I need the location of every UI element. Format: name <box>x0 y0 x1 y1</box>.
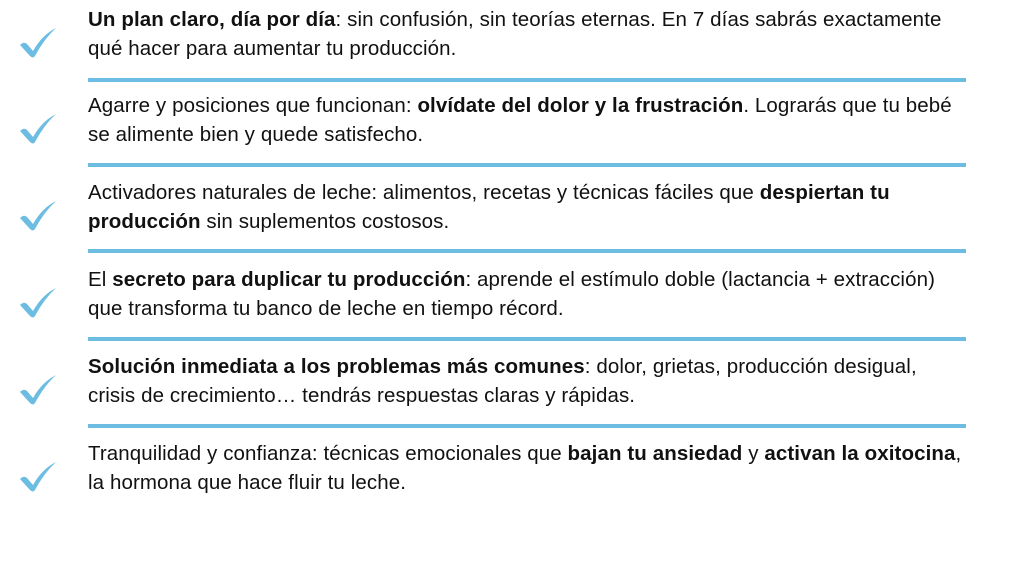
benefit-text: El secreto para duplicar tu producción: … <box>88 265 968 323</box>
text-segment: El <box>88 268 113 291</box>
divider <box>88 337 966 341</box>
benefit-text: Agarre y posiciones que funcionan: olvíd… <box>88 91 968 149</box>
bold-text: Un plan claro, día por día <box>88 8 336 31</box>
check-icon <box>18 459 58 493</box>
bold-text: secreto para duplicar tu producción <box>112 268 466 291</box>
divider <box>88 424 966 428</box>
check-icon <box>18 25 58 59</box>
bold-text: Solución inmediata a los problemas más c… <box>88 355 585 378</box>
bold-text: olvídate del dolor y la frustración <box>417 94 744 117</box>
check-icon <box>18 372 58 406</box>
text-segment: : dolor, grietas, producción desigual, c… <box>88 355 917 407</box>
text-segment: : aprende el estímulo doble (lactancia +… <box>88 268 936 320</box>
text-segment: sin suplementos costosos. <box>200 210 450 233</box>
check-icon <box>18 198 58 232</box>
text-segment: , la hormona que hace fluir tu leche. <box>88 442 962 494</box>
check-icon <box>18 111 58 145</box>
divider <box>88 249 966 253</box>
bold-text: despiertan tu producción <box>88 181 890 233</box>
benefit-text: Tranquilidad y confianza: técnicas emoci… <box>88 439 968 497</box>
divider <box>88 163 966 167</box>
bold-text: activan la oxitocina <box>764 442 956 465</box>
text-segment: Activadores naturales de leche: alimento… <box>88 181 760 204</box>
text-segment: . Lograrás que tu bebé se alimente bien … <box>88 94 952 146</box>
text-segment: y <box>742 442 765 465</box>
benefit-text: Solución inmediata a los problemas más c… <box>88 352 968 410</box>
check-icon <box>18 285 58 319</box>
bold-text: bajan tu ansiedad <box>567 442 743 465</box>
benefit-text: Un plan claro, día por día: sin confusió… <box>88 5 968 63</box>
benefit-text: Activadores naturales de leche: alimento… <box>88 178 968 236</box>
text-segment: Tranquilidad y confianza: técnicas emoci… <box>88 442 568 465</box>
text-segment: Agarre y posiciones que funcionan: <box>88 94 418 117</box>
divider <box>88 78 966 82</box>
text-segment: : sin confusión, sin teorías eternas. En… <box>88 8 942 60</box>
